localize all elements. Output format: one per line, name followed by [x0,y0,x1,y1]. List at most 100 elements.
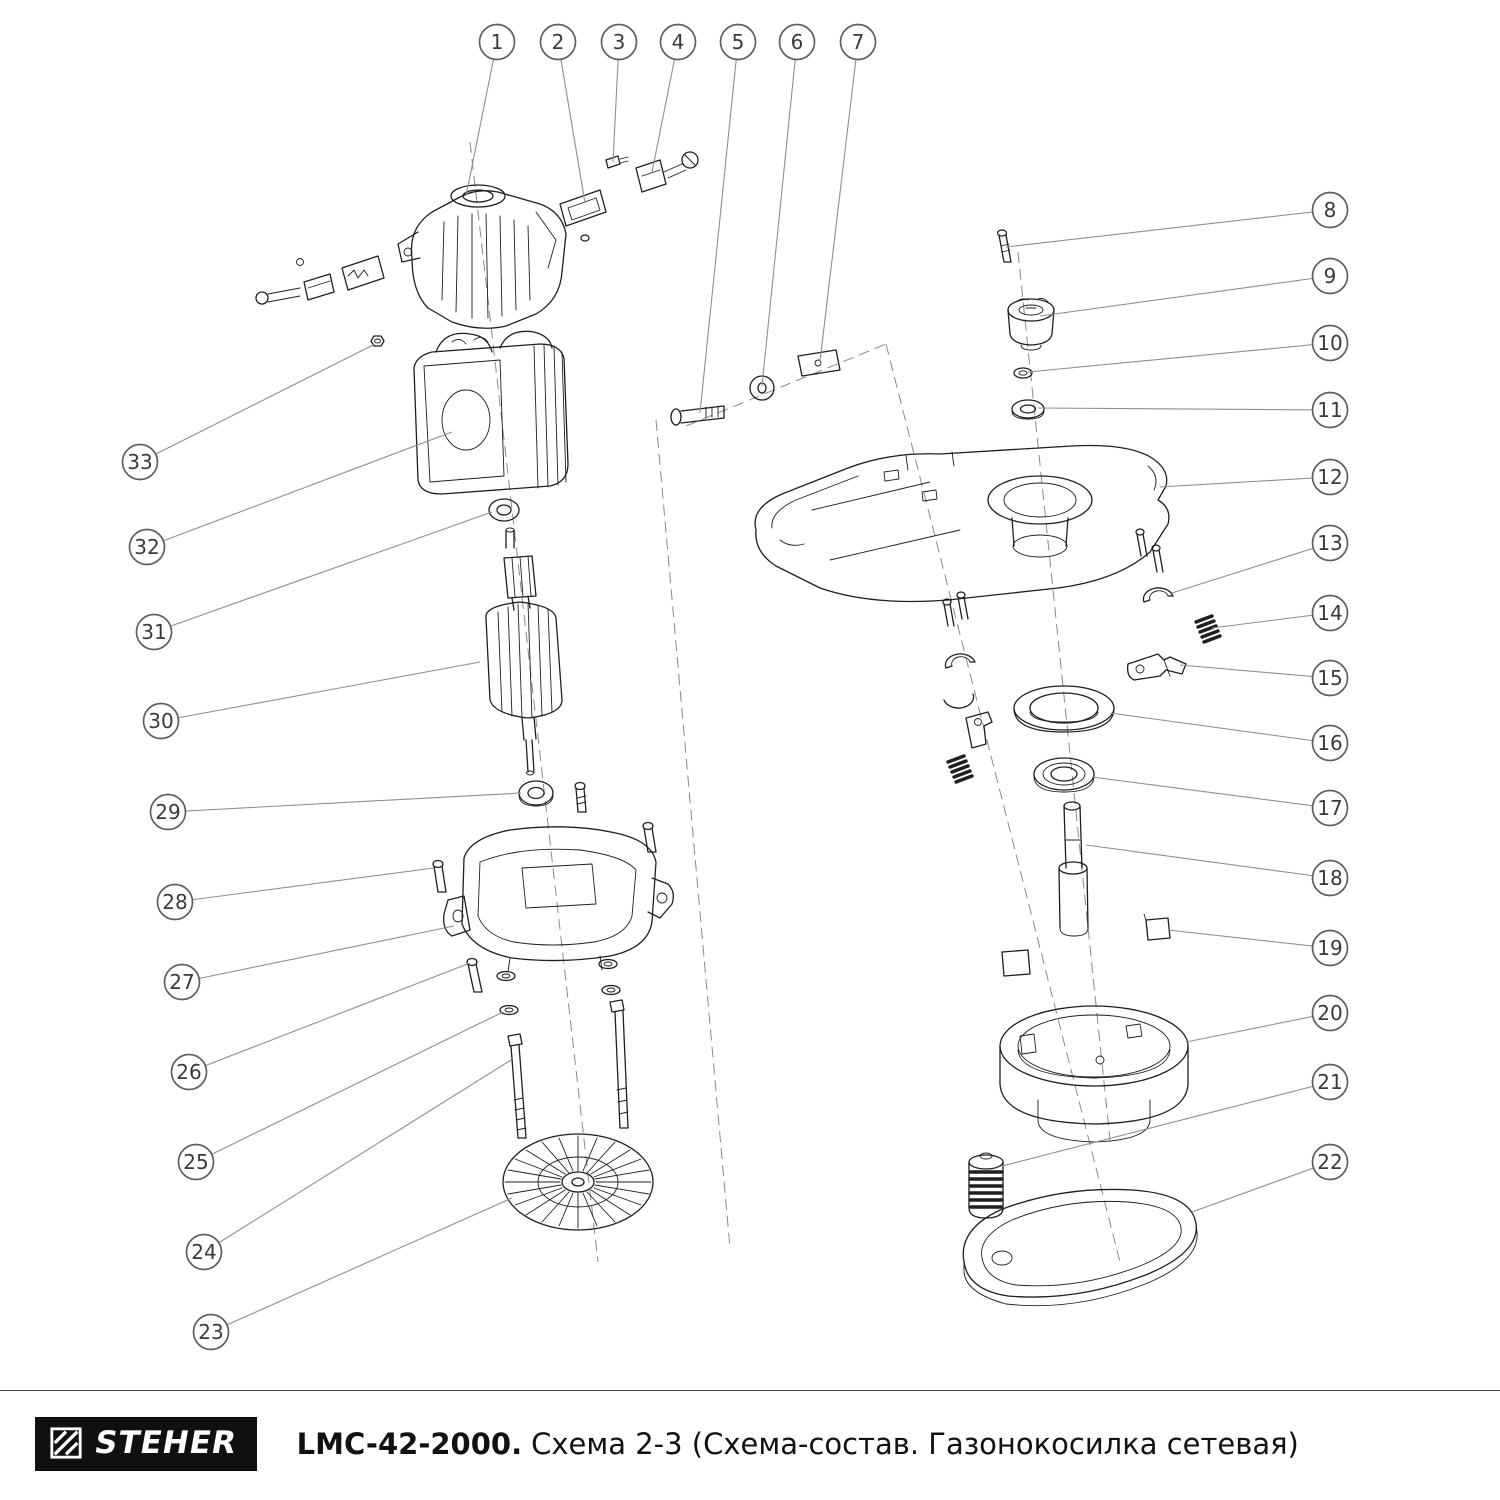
callout-7: 7 [819,23,877,362]
svg-text:23: 23 [198,1320,223,1344]
switch-part [559,189,607,242]
callout-13: 13 [1171,524,1349,594]
callout-1: 1 [465,23,516,197]
callout-18: 18 [1085,844,1349,897]
svg-text:20: 20 [1317,1001,1342,1025]
svg-text:8: 8 [1324,198,1337,222]
svg-text:32: 32 [134,535,159,559]
left-clamp-parts [943,653,993,784]
callout-6: 6 [761,23,816,387]
callout-26: 26 [170,962,471,1091]
steher-logo: STEHER [35,1417,257,1471]
svg-text:9: 9 [1324,264,1337,288]
spindle-shaft-part18 [1058,801,1089,937]
svg-text:12: 12 [1317,465,1342,489]
stator [413,330,569,495]
clamp-part13 [1142,587,1174,603]
callout-20: 20 [1185,994,1349,1043]
callout-4: 4 [651,23,697,173]
svg-text:7: 7 [852,30,865,54]
motor-top-cover [397,184,567,329]
callout-30: 30 [142,661,481,740]
callout-19: 19 [1167,929,1349,967]
svg-text:29: 29 [155,800,180,824]
callout-27: 27 [163,925,455,1001]
armature-rotor [485,527,563,776]
svg-text:16: 16 [1317,731,1342,755]
small-screw-part3 [605,155,629,169]
svg-text:27: 27 [169,970,194,994]
svg-text:11: 11 [1317,398,1342,422]
screw-near-bearing [574,781,587,813]
svg-text:26: 26 [176,1060,201,1084]
callout-32: 32 [128,431,453,566]
footer: STEHER LMC-42-2000.Схема 2-3 (Схема-сост… [0,1390,1500,1500]
axis-lines [469,141,1121,1263]
svg-text:25: 25 [183,1150,208,1174]
callout-28: 28 [156,867,435,921]
lower-bearing [518,780,554,807]
svg-text:33: 33 [127,450,152,474]
spring-part14 [1194,614,1222,644]
svg-text:24: 24 [191,1240,216,1264]
long-bolts [507,999,629,1139]
block-and-screw-part4 [635,151,699,193]
svg-text:18: 18 [1317,866,1342,890]
plate-part7 [797,349,841,377]
bearing-part17 [1033,757,1095,793]
deck-housing [754,444,1170,603]
svg-text:2: 2 [552,30,565,54]
svg-text:28: 28 [162,890,187,914]
callout-3: 3 [600,23,638,163]
callout-29: 29 [149,792,522,831]
model-number: LMC-42-2000. [296,1427,523,1461]
steher-logo-text: STEHER [91,1425,240,1461]
svg-text:30: 30 [148,709,173,733]
line-spool-part21 [968,1152,1004,1219]
motor-lower-housing [443,826,674,973]
svg-text:17: 17 [1317,796,1342,820]
svg-text:21: 21 [1317,1070,1342,1094]
svg-text:6: 6 [791,30,804,54]
caption-subtitle: Схема 2-3 (Схема-состав. Газонокосилка с… [531,1427,1299,1461]
svg-text:5: 5 [732,30,745,54]
diagram-caption: LMC-42-2000.Схема 2-3 (Схема-состав. Газ… [297,1427,1299,1461]
adjuster-knob-part9 [1007,297,1055,351]
svg-text:15: 15 [1317,666,1342,690]
callout-17: 17 [1091,776,1349,827]
svg-text:13: 13 [1317,531,1342,555]
callout-22: 22 [1191,1143,1349,1213]
callout-25: 25 [177,1011,504,1181]
lever-part15 [1126,653,1187,681]
svg-text:22: 22 [1317,1150,1342,1174]
svg-text:19: 19 [1317,936,1342,960]
key-plates-part19 [1001,913,1171,977]
callout-23: 23 [192,1197,513,1351]
washer-part6 [749,375,775,401]
screw-part8 [996,229,1012,263]
callout-5: 5 [699,23,757,414]
callout-10: 10 [1027,324,1349,373]
blade-cover-part22 [962,1188,1198,1307]
spool-housing-part20 [999,1005,1189,1143]
callout-31: 31 [135,511,493,651]
housing-screws [432,821,657,893]
svg-text:3: 3 [613,30,626,54]
nut-part33 [370,335,385,347]
callout-11: 11 [1037,391,1349,429]
bolt-part5 [670,405,725,426]
svg-text:4: 4 [672,30,685,54]
svg-text:10: 10 [1317,331,1342,355]
svg-text:1: 1 [491,30,504,54]
bearing-part11 [1011,399,1045,420]
collar-ring-part16 [1013,685,1115,733]
fasteners-washers [466,957,621,1016]
callout-8: 8 [1005,191,1349,248]
upper-bearing [488,498,520,522]
fan-wheel [502,1133,654,1231]
brush-and-terminal-parts [255,255,385,305]
callout-16: 16 [1109,712,1349,762]
